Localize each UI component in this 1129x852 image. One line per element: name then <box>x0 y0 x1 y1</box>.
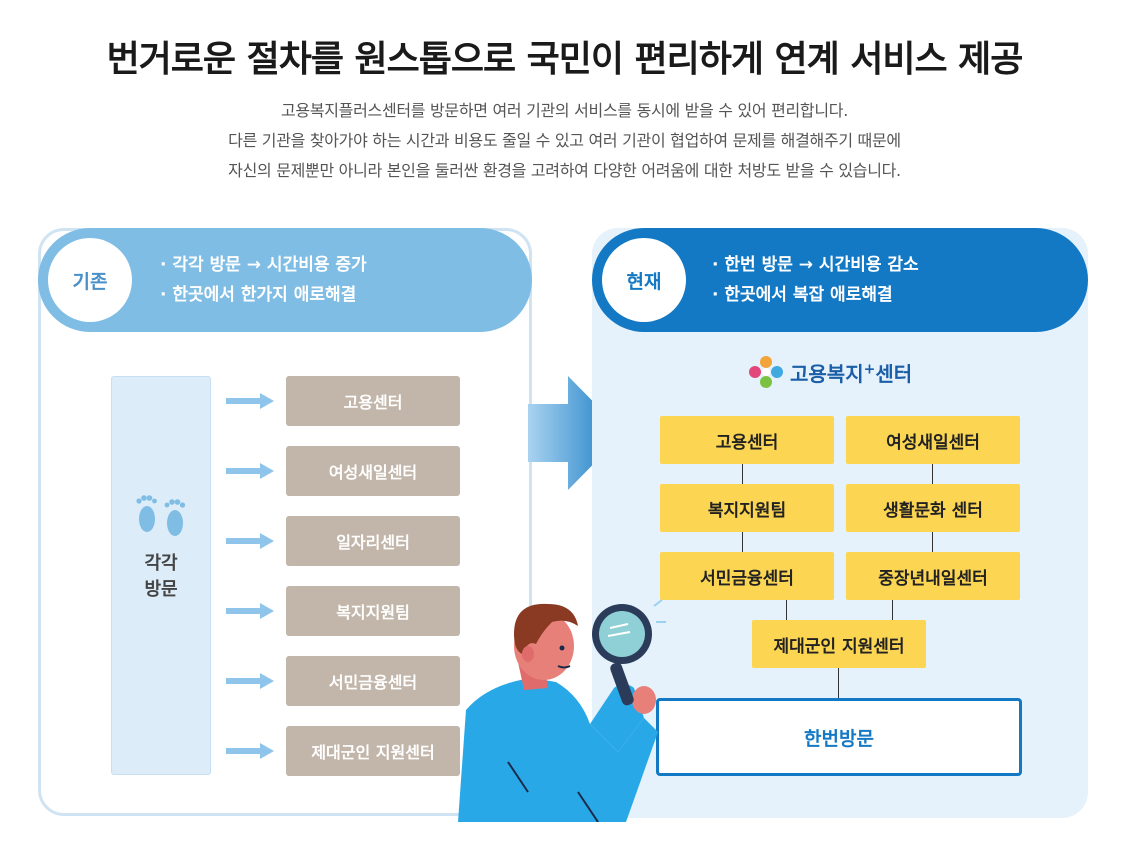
arrow-right-icon <box>226 393 274 409</box>
after-bullet: · 한곳에서 복잡 애로해결 <box>712 285 893 305</box>
connector-line <box>892 598 893 620</box>
connector-line <box>786 598 787 620</box>
before-bullets: · 각각 방문 → 시간비용 증가 · 한곳에서 한가지 애로해결 <box>160 250 367 310</box>
after-center-box: 제대군인 지원센터 <box>752 620 926 668</box>
description-line: 자신의 문제뿐만 아니라 본인을 둘러싼 환경을 고려하여 다양한 어려움에 대… <box>228 161 901 180</box>
before-bullet: · 각각 방문 → 시간비용 증가 <box>160 255 367 275</box>
after-center-box: 고용센터 <box>660 416 834 464</box>
separate-visit-label: 각각 방문 <box>144 553 178 600</box>
after-bullet: · 한번 방문 → 시간비용 감소 <box>712 255 919 275</box>
description: 고용복지플러스센터를 방문하면 여러 기관의 서비스를 동시에 받을 수 있어 … <box>0 96 1129 186</box>
separate-visit-column: 각각 방문 <box>111 376 211 775</box>
after-center-box: 복지지원팀 <box>660 484 834 532</box>
connector-line <box>932 462 933 486</box>
arrow-right-icon <box>226 673 274 689</box>
arrow-right-icon <box>226 603 274 619</box>
page-title: 번거로운 절차를 원스톱으로 국민이 편리하게 연계 서비스 제공 <box>106 39 1024 80</box>
after-center-box: 중장년내일센터 <box>846 552 1020 600</box>
connector-line <box>742 462 743 486</box>
after-center-box: 생활문화 센터 <box>846 484 1020 532</box>
after-badge: 현재 <box>602 238 686 322</box>
one-visit-box: 한번방문 <box>656 698 1022 776</box>
arrow-right-icon <box>226 533 274 549</box>
before-bullet: · 한곳에서 한가지 애로해결 <box>160 285 357 305</box>
before-center-box: 서민금융센터 <box>286 656 460 706</box>
plus-logo-icon <box>749 356 783 388</box>
before-header: 기존 · 각각 방문 → 시간비용 증가 · 한곳에서 한가지 애로해결 <box>38 228 532 332</box>
arrow-right-icon <box>226 743 274 759</box>
connector-line <box>742 530 743 554</box>
after-center-box: 여성새일센터 <box>846 416 1020 464</box>
before-center-box: 여성새일센터 <box>286 446 460 496</box>
connector-line <box>838 668 839 699</box>
description-line: 다른 기관을 찾아가야 하는 시간과 비용도 줄일 수 있고 여러 기관이 협업… <box>228 131 901 150</box>
connector-line <box>932 530 933 554</box>
transition-arrow-icon <box>528 376 624 490</box>
center-logo: 고용복지+센터 <box>748 355 912 389</box>
before-badge: 기존 <box>48 238 132 322</box>
arrow-right-icon <box>226 463 274 479</box>
person-magnifier-illustration <box>458 592 666 822</box>
after-header: 현재 · 한번 방문 → 시간비용 감소 · 한곳에서 복잡 애로해결 <box>592 228 1088 332</box>
before-center-box: 제대군인 지원센터 <box>286 726 460 776</box>
after-bullets: · 한번 방문 → 시간비용 감소 · 한곳에서 복잡 애로해결 <box>712 250 919 310</box>
footprints-icon <box>136 495 186 536</box>
before-center-box: 고용센터 <box>286 376 460 426</box>
before-center-box: 일자리센터 <box>286 516 460 566</box>
description-line: 고용복지플러스센터를 방문하면 여러 기관의 서비스를 동시에 받을 수 있어 … <box>281 101 848 120</box>
after-center-box: 서민금융센터 <box>660 552 834 600</box>
center-logo-text: 고용복지+센터 <box>790 360 913 386</box>
before-center-box: 복지지원팀 <box>286 586 460 636</box>
